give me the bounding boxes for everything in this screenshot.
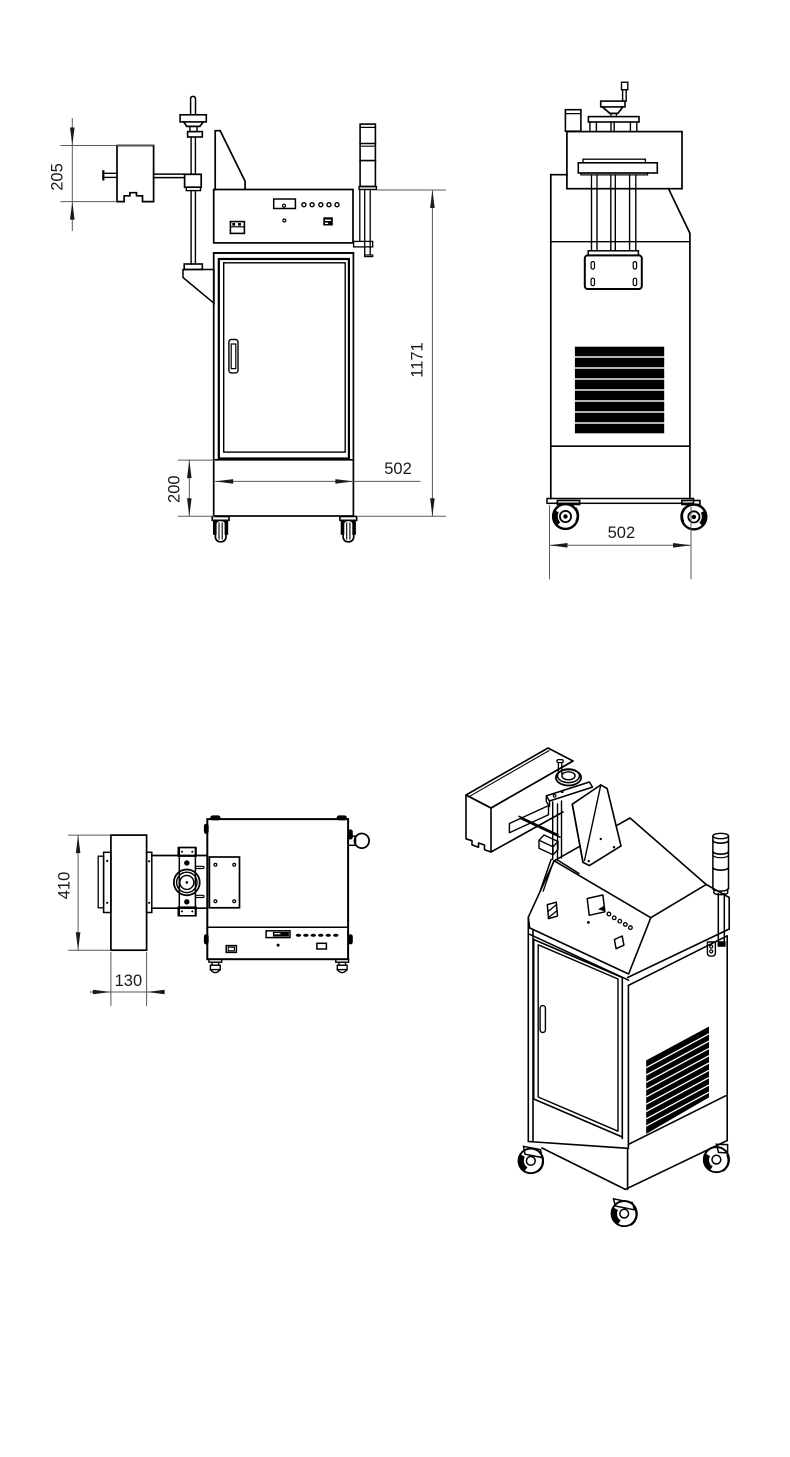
svg-text:130: 130 [115,972,143,990]
svg-text:502: 502 [608,524,636,542]
svg-text:200: 200 [165,475,183,503]
svg-text:410: 410 [55,872,73,900]
svg-text:205: 205 [49,163,67,191]
svg-text:502: 502 [384,460,412,478]
svg-text:1171: 1171 [408,342,426,377]
